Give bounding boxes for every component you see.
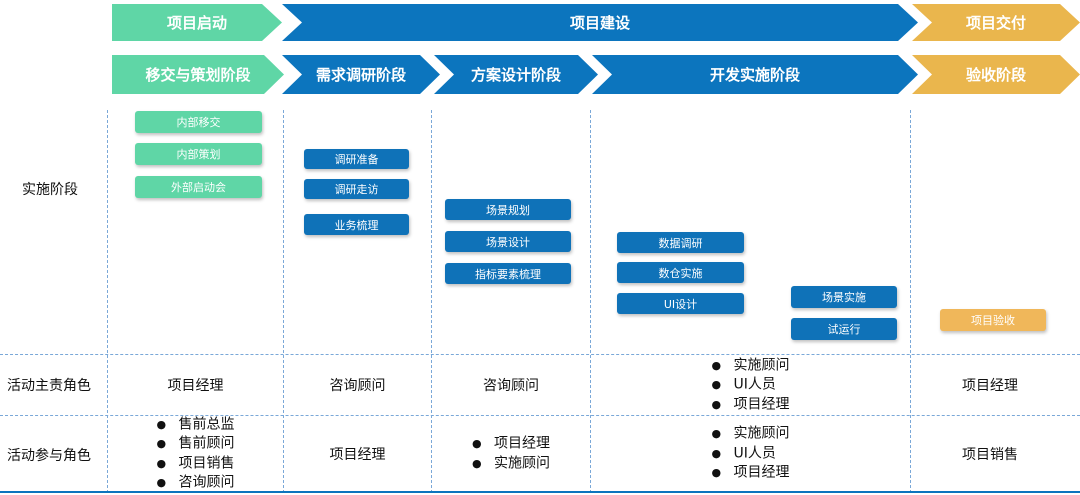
- stage-label: 项目交付: [965, 14, 1026, 32]
- activity-scene-planning: 场景规划: [445, 199, 571, 220]
- owner-cell-handover: 项目经理: [108, 355, 283, 415]
- role-list-item: 项目经理: [712, 395, 790, 415]
- role-list: 实施顾问 UI人员 项目经理: [712, 424, 790, 483]
- participant-cell-development: 实施顾问 UI人员 项目经理: [591, 416, 910, 491]
- grid-divider: [107, 110, 108, 493]
- phase-arrow-design: 方案设计阶段: [434, 55, 598, 94]
- activity-internal-handover: 内部移交: [135, 111, 262, 133]
- phase-arrow-research: 需求调研阶段: [282, 55, 440, 94]
- role-list-item: 项目经理: [712, 463, 790, 483]
- role-list-item: 实施顾问: [712, 356, 790, 376]
- grid-divider: [283, 110, 284, 493]
- phase-arrow-acceptance: 验收阶段: [912, 55, 1080, 94]
- phase-label: 移交与策划阶段: [145, 66, 251, 84]
- role-text: 咨询顾问: [483, 378, 539, 394]
- role-text: 项目经理: [329, 446, 386, 463]
- role-list-item: 项目经理: [472, 434, 550, 454]
- phase-label: 方案设计阶段: [470, 66, 561, 84]
- grid-divider: [0, 354, 1080, 355]
- activity-project-acceptance: 项目验收: [940, 309, 1046, 331]
- role-list: 项目经理 实施顾问: [472, 434, 550, 473]
- role-text: 项目销售: [962, 446, 1018, 463]
- owner-cell-design: 咨询顾问: [432, 355, 590, 415]
- participant-cell-handover: 售前总监 售前顾问 项目销售 咨询顾问: [108, 416, 283, 491]
- row-label-implementation: 实施阶段: [22, 182, 78, 198]
- activity-research-prep: 调研准备: [304, 149, 409, 169]
- activity-warehouse-impl: 数仓实施: [617, 262, 744, 283]
- role-list: 实施顾问 UI人员 项目经理: [712, 356, 790, 415]
- stage-arrow-project-build: 项目建设: [282, 4, 918, 41]
- grid-divider: [0, 415, 1080, 416]
- grid-divider: [431, 110, 432, 493]
- activity-scene-design: 场景设计: [445, 231, 571, 252]
- role-list-item: 项目销售: [157, 454, 235, 474]
- row-label-owner-role: 活动主责角色: [7, 378, 91, 394]
- participant-cell-design: 项目经理 实施顾问: [432, 416, 590, 491]
- role-list-item: 售前顾问: [157, 434, 235, 454]
- role-text: 项目经理: [167, 378, 224, 394]
- role-list-item: 实施顾问: [472, 454, 550, 474]
- phase-label: 需求调研阶段: [315, 66, 406, 84]
- stage-arrow-project-delivery: 项目交付: [912, 4, 1080, 41]
- activity-internal-planning: 内部策划: [135, 143, 262, 165]
- activity-data-research: 数据调研: [617, 232, 744, 253]
- activity-business-review: 业务梳理: [304, 214, 409, 235]
- participant-cell-research: 项目经理: [284, 416, 431, 491]
- role-list-item: 实施顾问: [712, 424, 790, 444]
- participant-cell-acceptance: 项目销售: [911, 416, 1069, 491]
- activity-research-visit: 调研走访: [304, 179, 409, 199]
- owner-cell-research: 咨询顾问: [284, 355, 431, 415]
- role-list: 售前总监 售前顾问 项目销售 咨询顾问: [157, 415, 235, 493]
- grid-divider: [910, 110, 911, 493]
- stage-label: 项目建设: [569, 14, 630, 32]
- phase-label: 验收阶段: [965, 66, 1026, 84]
- role-list-item: 咨询顾问: [157, 473, 235, 493]
- owner-cell-development: 实施顾问 UI人员 项目经理: [591, 355, 910, 415]
- stage-label: 项目启动: [166, 14, 227, 32]
- activity-ui-design: UI设计: [617, 293, 744, 314]
- row-label-participant-role: 活动参与角色: [7, 448, 91, 464]
- role-text: 项目经理: [962, 378, 1018, 394]
- phase-label: 开发实施阶段: [709, 66, 800, 84]
- role-text: 咨询顾问: [329, 378, 386, 394]
- role-list-item: 售前总监: [157, 415, 235, 435]
- activity-external-kickoff: 外部启动会: [135, 176, 262, 198]
- activity-scene-impl: 场景实施: [791, 286, 897, 308]
- phase-arrow-development: 开发实施阶段: [592, 55, 918, 94]
- owner-cell-acceptance: 项目经理: [911, 355, 1069, 415]
- activity-trial-run: 试运行: [791, 318, 897, 340]
- role-list-item: UI人员: [712, 375, 790, 395]
- grid-divider: [590, 110, 591, 493]
- role-list-item: UI人员: [712, 444, 790, 464]
- stage-arrow-project-start: 项目启动: [112, 4, 282, 41]
- phase-arrow-handover: 移交与策划阶段: [112, 55, 284, 94]
- bottom-rule: [0, 491, 1080, 493]
- activity-indicator-review: 指标要素梳理: [445, 263, 571, 284]
